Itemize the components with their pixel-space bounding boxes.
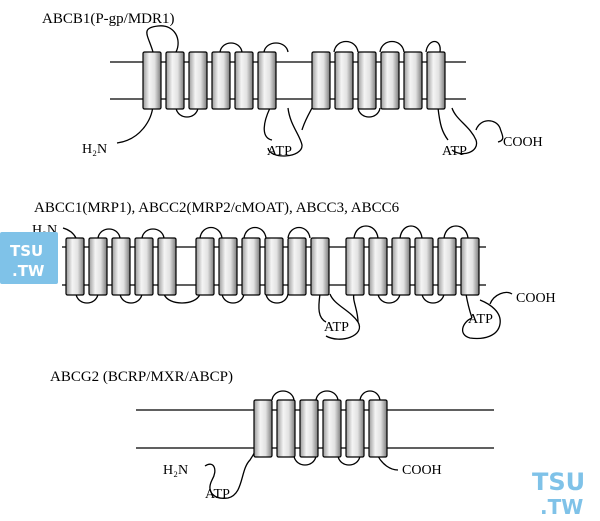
transmembrane-helix	[460, 237, 480, 296]
transmembrane-helix	[380, 51, 400, 110]
transmembrane-helix	[345, 399, 365, 458]
watermark-left-line2: .TW	[12, 262, 45, 280]
panel-title-abcg2: ABCG2 (BCRP/MXR/ABCP)	[50, 369, 233, 385]
n-terminus-label-abcg2: H₂N	[163, 463, 188, 478]
transmembrane-helix	[403, 51, 423, 110]
panel-abcb1: ABCB1(P-gp/MDR1)	[42, 11, 543, 159]
transmembrane-helix	[218, 237, 238, 296]
atp-label-abcg2: ATP	[205, 487, 230, 502]
transmembrane-helix	[65, 237, 85, 296]
helices-abcg2	[253, 399, 388, 458]
transmembrane-helix	[111, 237, 131, 296]
transmembrane-helix	[426, 51, 446, 110]
transmembrane-helix	[134, 237, 154, 296]
watermark-right: TSU .TW	[532, 468, 585, 519]
n-terminus-label-abcb1: H₂N	[82, 142, 107, 157]
atp-label-abcc-2: ATP	[468, 312, 493, 327]
helices-abcb1	[142, 51, 446, 110]
transmembrane-helix	[310, 237, 330, 296]
transmembrane-helix	[345, 237, 365, 296]
transmembrane-helix	[253, 399, 273, 458]
panel-abcc: ABCC1(MRP1), ABCC2(MRP2/cMOAT), ABCC3, A…	[32, 200, 556, 340]
transmembrane-helix	[264, 237, 284, 296]
c-terminus-label-abcc: COOH	[516, 291, 556, 306]
transmembrane-helix	[257, 51, 277, 110]
loops-abcg2	[204, 390, 399, 499]
transmembrane-helix	[234, 51, 254, 110]
atp-label-abcc-1: ATP	[324, 320, 349, 335]
transmembrane-helix	[211, 51, 231, 110]
transmembrane-helix	[437, 237, 457, 296]
transmembrane-helix	[195, 237, 215, 296]
watermark-left-line1: TSU	[10, 242, 43, 260]
transmembrane-helix	[241, 237, 261, 296]
n-terminus-text: H₂N	[82, 142, 107, 157]
watermark-left-box	[0, 232, 58, 284]
watermark-left: TSU .TW	[0, 232, 58, 284]
transmembrane-helix	[368, 237, 388, 296]
transmembrane-helix	[188, 51, 208, 110]
transmembrane-helix	[334, 51, 354, 110]
transmembrane-helix	[287, 237, 307, 296]
atp-label-abcb1-1: ATP	[267, 144, 292, 159]
loops-abcc	[62, 225, 513, 340]
transmembrane-helix	[299, 399, 319, 458]
c-terminus-label-abcg2: COOH	[402, 463, 442, 478]
c-terminus-label-abcb1: COOH	[503, 135, 543, 150]
loops-abcb1	[116, 25, 504, 157]
transmembrane-helix	[414, 237, 434, 296]
atp-label-abcb1-2: ATP	[442, 144, 467, 159]
transmembrane-helix	[311, 51, 331, 110]
panel-title-abcb1: ABCB1(P-gp/MDR1)	[42, 11, 175, 27]
transmembrane-helix	[322, 399, 342, 458]
watermark-right-line1: TSU	[532, 468, 585, 496]
transmembrane-helix	[276, 399, 296, 458]
panel-title-abcc: ABCC1(MRP1), ABCC2(MRP2/cMOAT), ABCC3, A…	[34, 200, 400, 216]
transmembrane-helix	[357, 51, 377, 110]
transmembrane-helix	[88, 237, 108, 296]
transmembrane-helix	[142, 51, 162, 110]
transmembrane-helix	[165, 51, 185, 110]
transmembrane-helix	[157, 237, 177, 296]
watermark-right-line2: .TW	[540, 495, 583, 519]
transmembrane-helix	[368, 399, 388, 458]
panel-abcg2: ABCG2 (BCRP/MXR/ABCP) H₂N ATP COOH	[50, 369, 494, 502]
transmembrane-helix	[391, 237, 411, 296]
helices-abcc	[65, 237, 480, 296]
